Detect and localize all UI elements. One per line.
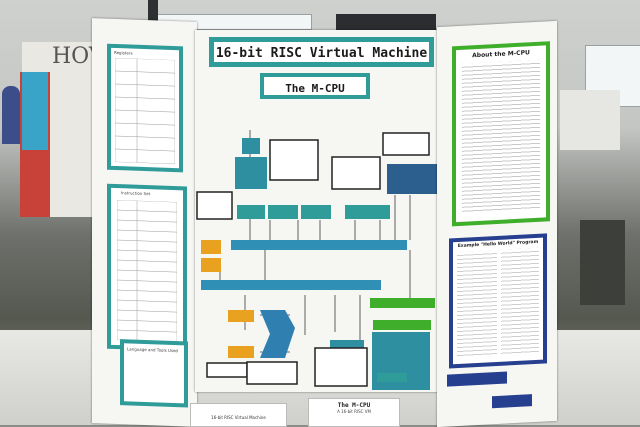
board-subtitle: The M-CPU <box>285 82 345 95</box>
hall-pillar <box>148 0 158 28</box>
navy-block-top <box>387 164 437 194</box>
board-right-panel: About the M-CPU Example "Hello World" Pr… <box>437 20 557 427</box>
blue-block-reg <box>235 157 267 189</box>
table-card-center-sub: A 16-bit RISC VM <box>337 409 371 414</box>
text-block-4 <box>196 191 233 220</box>
blue-block-top <box>242 138 260 154</box>
table-card-left: 16-bit RISC Virtual Machine <box>190 403 287 427</box>
data-bus <box>231 240 407 250</box>
about-box: About the M-CPU <box>452 41 550 227</box>
board-title: 16-bit RISC Virtual Machine <box>215 46 428 61</box>
registers-table <box>115 57 175 165</box>
subtitle-banner: The M-CPU <box>260 73 370 99</box>
teal-box-4 <box>345 205 390 219</box>
instruction-set-heading: Instruction Set <box>121 190 151 197</box>
about-heading: About the M-CPU <box>472 49 530 60</box>
hall-sign-panel <box>336 14 436 32</box>
orange-block-4 <box>228 346 254 358</box>
cpu-block-diagram <box>196 130 437 390</box>
title-banner: 16-bit RISC Virtual Machine <box>209 37 434 67</box>
green-bus-top <box>370 298 435 308</box>
right-footer-box-2 <box>492 394 532 409</box>
alu-block <box>260 310 295 358</box>
text-block-3 <box>382 132 430 156</box>
registers-heading: Registers <box>114 49 133 56</box>
teal-box-2 <box>268 205 298 219</box>
program-code-left <box>457 250 497 358</box>
right-footer-box-1 <box>447 371 507 387</box>
table-card-center: The M-CPU A 16-bit RISC VM <box>308 398 400 427</box>
neighbor-board-right <box>560 90 620 150</box>
text-block-7 <box>314 347 368 387</box>
green-bus-mid <box>373 320 431 330</box>
language-tools-box: Language and Tools Used <box>120 339 188 408</box>
board-left-panel: Registers Instruction Set <box>92 18 197 427</box>
address-bus <box>201 280 381 290</box>
instruction-set-box: Instruction Set <box>107 183 187 352</box>
table-card-left-text: 16-bit RISC Virtual Machine <box>211 415 266 420</box>
text-block-2 <box>331 156 381 190</box>
visitor-person <box>2 86 20 144</box>
text-block-6 <box>246 361 298 385</box>
text-block-1 <box>269 139 319 181</box>
folding-chair <box>580 220 625 305</box>
text-block-5 <box>206 362 248 378</box>
teal-box-bottom <box>377 373 407 382</box>
program-code-right <box>501 247 539 355</box>
language-tools-heading: Language and Tools Used <box>127 346 178 354</box>
orange-block-1 <box>201 240 221 254</box>
orange-block-2 <box>201 258 221 272</box>
board-center-panel: 16-bit RISC Virtual Machine The M-CPU <box>195 30 440 392</box>
teal-box-1 <box>237 205 265 219</box>
orange-block-3 <box>228 310 254 322</box>
registers-box: Registers <box>107 43 183 173</box>
instruction-set-table <box>117 200 177 343</box>
teal-box-3 <box>301 205 331 219</box>
example-program-box: Example "Hello World" Program <box>449 233 547 369</box>
neighbor-poster-blue <box>22 72 48 150</box>
table-card-center-title: The M-CPU <box>337 402 371 409</box>
about-text <box>462 59 540 214</box>
